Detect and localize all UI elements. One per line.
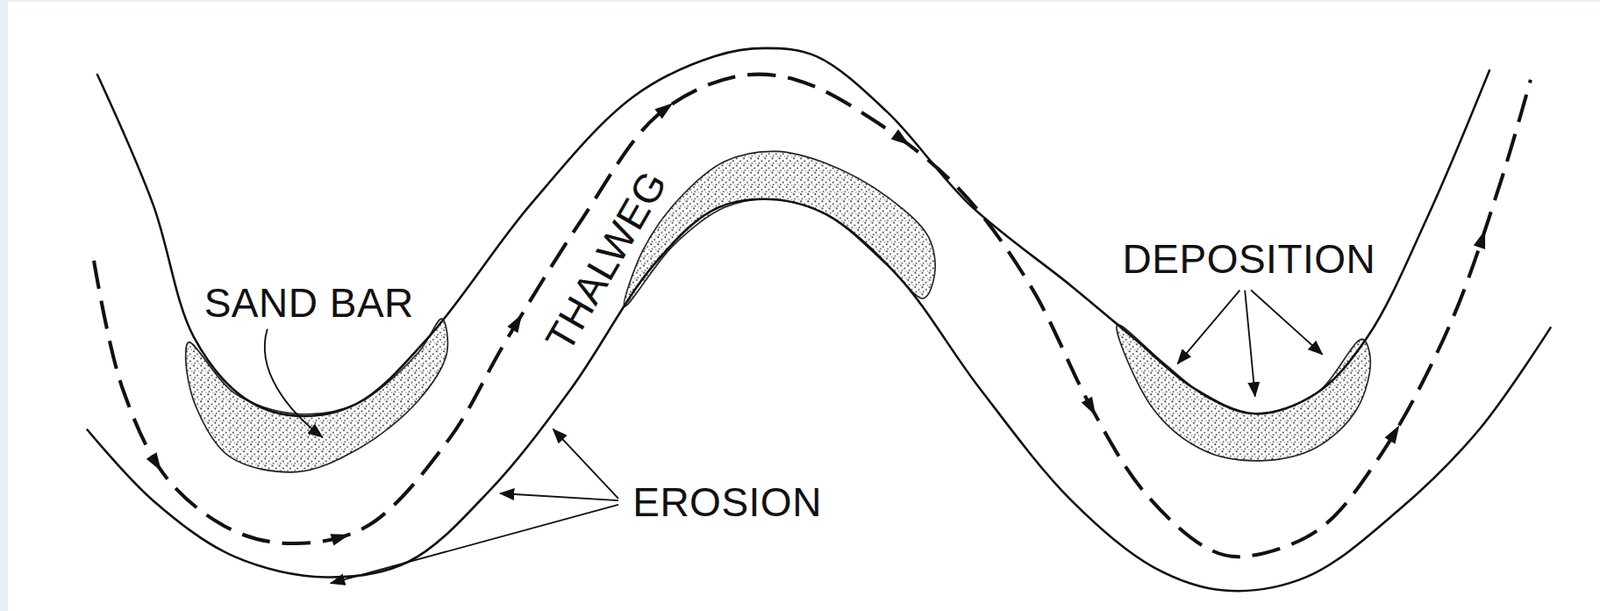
leader-line [1177,290,1240,365]
deposition-label: DEPOSITION [1122,238,1377,279]
flow-arrowhead [1081,396,1096,416]
leader-line [1250,290,1322,355]
leader-line [552,428,618,499]
thalweg-line [93,74,1531,558]
leader-line [264,328,323,437]
erosion-label: EROSION [632,481,822,522]
sand-bar [623,150,936,307]
flow-arrowhead [146,451,162,471]
flow-arrowhead [891,128,910,145]
leader-line [330,504,619,584]
leader-line [1244,290,1256,397]
sand-bar-label: SAND BAR [204,282,415,323]
sand-bar [185,318,449,472]
flow-arrowhead [507,314,522,334]
sand-bar [1116,324,1371,461]
flow-arrowhead [330,533,350,545]
thalweg-label: THALWEG [538,164,674,358]
flow-arrowhead [654,102,673,119]
flow-arrowhead [1473,229,1486,250]
river-bank [86,199,1551,591]
leader-line [500,492,619,500]
river-bank [97,48,1491,416]
flow-arrowhead [1385,424,1400,444]
